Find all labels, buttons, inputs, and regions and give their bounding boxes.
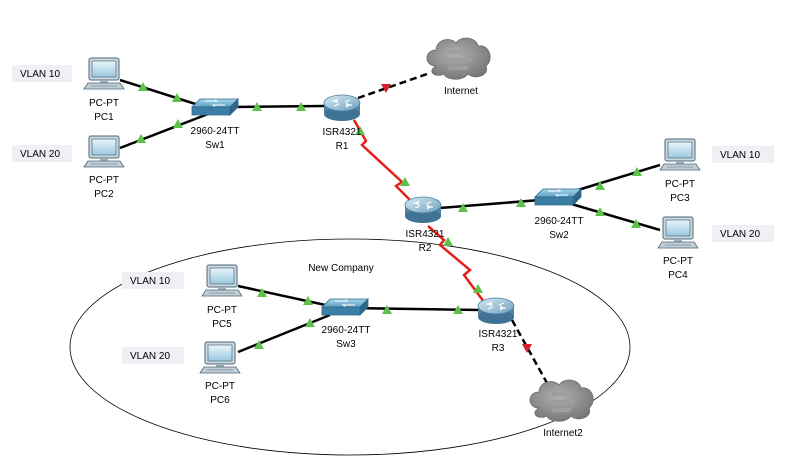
device-r1[interactable]: ISR4321 R1 (323, 94, 362, 152)
serial-link-r2-r3 (427, 225, 486, 303)
switch-icon (191, 98, 239, 116)
svg-text:PC-PT: PC-PT (207, 305, 237, 316)
svg-text:VLAN 10: VLAN 10 (130, 276, 170, 287)
device-pc2[interactable]: PC-PT PC2 (83, 135, 125, 200)
device-r2[interactable]: ISR4321 R2 (404, 196, 445, 254)
link-r1-internet (357, 71, 431, 100)
device-internet[interactable]: Internet (426, 37, 491, 97)
pc-icon (83, 57, 125, 90)
svg-text:R1: R1 (336, 141, 349, 152)
svg-text:VLAN 20: VLAN 20 (130, 351, 170, 362)
svg-text:PC-PT: PC-PT (205, 381, 235, 392)
svg-text:PC-PT: PC-PT (89, 175, 119, 186)
device-r3[interactable]: ISR4321 R3 (477, 297, 518, 354)
svg-text:ISR4321: ISR4321 (323, 127, 362, 138)
router-icon (404, 196, 442, 224)
link-r2-sw2 (439, 198, 541, 210)
vlan-label-pc3: VLAN 10 (712, 146, 774, 163)
device-sw1[interactable]: 2960-24TT Sw1 (191, 98, 240, 151)
svg-text:R2: R2 (419, 243, 432, 254)
svg-text:PC1: PC1 (94, 112, 114, 123)
svg-text:2960-24TT: 2960-24TT (191, 126, 240, 137)
svg-text:PC-PT: PC-PT (663, 256, 693, 267)
svg-text:Internet: Internet (444, 86, 478, 97)
device-internet2[interactable]: Internet2 (529, 379, 594, 439)
svg-text:Sw2: Sw2 (549, 230, 569, 241)
cloud-icon (529, 379, 594, 422)
switch-icon (321, 298, 369, 316)
pc-icon (83, 135, 125, 168)
link-r3-internet2 (510, 319, 554, 393)
svg-text:PC5: PC5 (212, 319, 232, 330)
router-icon (323, 94, 361, 122)
device-pc5[interactable]: PC-PT PC5 (201, 264, 243, 330)
device-sw2[interactable]: 2960-24TT Sw2 (534, 188, 584, 241)
vlan-label-pc5: VLAN 10 (122, 272, 184, 289)
pc-icon (659, 138, 701, 171)
pc-icon (657, 216, 699, 249)
svg-text:ISR4321: ISR4321 (406, 229, 445, 240)
svg-text:PC6: PC6 (210, 395, 230, 406)
device-pc3[interactable]: PC-PT PC3 (659, 138, 701, 204)
link-sw2-pc4 (567, 201, 661, 232)
vlan-label-pc2: VLAN 20 (12, 145, 72, 162)
svg-text:VLAN 10: VLAN 10 (20, 69, 60, 80)
pc-icon (199, 341, 241, 374)
svg-text:Sw1: Sw1 (205, 140, 225, 151)
pc-icon (201, 264, 243, 297)
new-company-area (69, 238, 631, 456)
device-pc6[interactable]: PC-PT PC6 (199, 341, 241, 406)
svg-text:Internet2: Internet2 (543, 428, 583, 439)
svg-text:R3: R3 (492, 343, 505, 354)
svg-text:PC2: PC2 (94, 189, 114, 200)
svg-text:VLAN 20: VLAN 20 (20, 149, 60, 160)
svg-text:2960-24TT: 2960-24TT (322, 325, 371, 336)
svg-text:PC-PT: PC-PT (665, 179, 695, 190)
svg-text:PC-PT: PC-PT (89, 98, 119, 109)
vlan-label-pc4: VLAN 20 (712, 225, 774, 242)
links (119, 71, 661, 393)
link-sw1-r1 (233, 104, 325, 109)
svg-text:PC3: PC3 (670, 193, 690, 204)
device-pc4[interactable]: PC-PT PC4 (657, 216, 699, 281)
vlan-label-pc6: VLAN 20 (122, 347, 184, 364)
vlan-label-pc1: VLAN 10 (12, 65, 72, 82)
link-pc2-sw1 (119, 112, 209, 150)
device-sw3[interactable]: 2960-24TT Sw3 (321, 298, 371, 350)
device-pc1[interactable]: PC-PT PC1 (83, 57, 125, 123)
svg-text:VLAN 20: VLAN 20 (720, 229, 760, 240)
svg-text:Sw3: Sw3 (336, 339, 356, 350)
router-icon (477, 297, 515, 325)
link-pc1-sw1 (119, 78, 209, 110)
serial-link-r1-r2 (352, 119, 419, 209)
switch-icon (534, 188, 582, 206)
new-company-label: New Company (308, 263, 374, 274)
port-up-icon (443, 237, 453, 246)
cloud-icon (426, 37, 491, 80)
svg-text:VLAN 10: VLAN 10 (720, 150, 760, 161)
svg-text:PC4: PC4 (668, 270, 688, 281)
svg-text:2960-24TT: 2960-24TT (535, 216, 584, 227)
link-pc6-sw3 (237, 313, 331, 354)
link-sw2-pc3 (567, 163, 661, 195)
svg-text:ISR4321: ISR4321 (479, 329, 518, 340)
link-pc5-sw3 (237, 284, 331, 308)
